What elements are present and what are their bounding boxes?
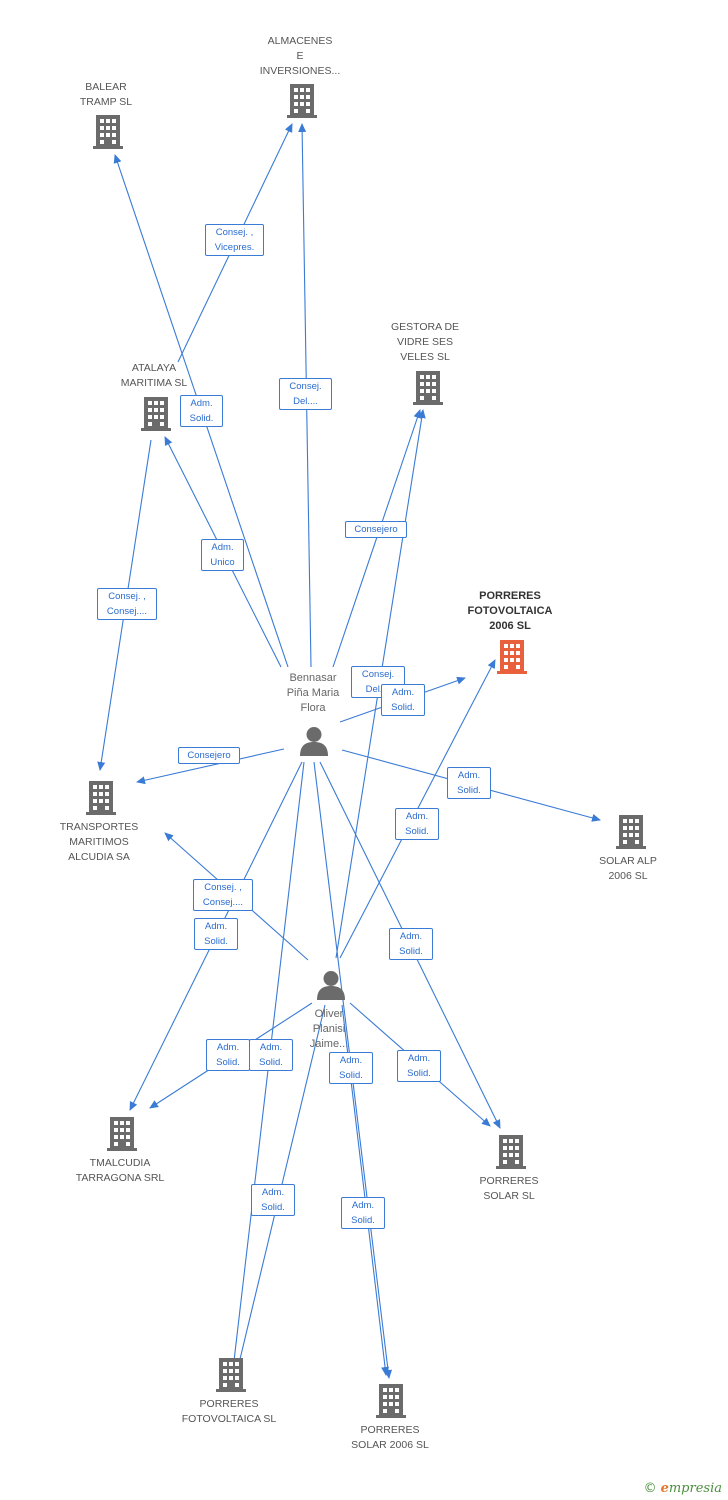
brand-logo[interactable]: empresia xyxy=(660,1481,722,1496)
edge-label-e2[interactable]: Adm. Solid. xyxy=(180,395,223,427)
building-icon[interactable] xyxy=(107,1117,137,1151)
edge-label-e18[interactable]: Adm. Solid. xyxy=(397,1050,441,1082)
edge-line-e4 xyxy=(332,409,422,668)
edge-label-e6[interactable]: Consej. , Consej.... xyxy=(97,588,157,620)
node-label-almacenes[interactable]: ALMACENES E INVERSIONES... xyxy=(259,35,341,77)
edge-label-e16[interactable]: Adm. Solid. xyxy=(249,1039,293,1071)
edge-label-e9[interactable]: Consejero xyxy=(178,747,240,764)
building-icon[interactable] xyxy=(413,371,443,405)
node-label-porreres-solar[interactable]: PORRERES SOLAR SL xyxy=(479,1175,539,1202)
building-icon[interactable] xyxy=(93,115,123,149)
edge-label-e13[interactable]: Adm. Solid. xyxy=(194,918,238,950)
edge-label-e11[interactable]: Adm. Solid. xyxy=(395,808,439,840)
person-icon[interactable] xyxy=(300,727,328,756)
building-icon[interactable] xyxy=(86,781,116,815)
node-label-oliver[interactable]: Oliver Planisi Jaime... xyxy=(309,1008,349,1050)
node-label-porreres-fv[interactable]: PORRERES FOTOVOLTAICA SL xyxy=(181,1398,277,1425)
edge-label-e4[interactable]: Consejero xyxy=(345,521,407,538)
node-label-solar-alp[interactable]: SOLAR ALP 2006 SL xyxy=(599,855,657,882)
building-icon[interactable] xyxy=(496,1135,526,1169)
edge-label-e12[interactable]: Consej. , Consej.... xyxy=(193,879,253,911)
edge-label-e3[interactable]: Consej. Del.... xyxy=(279,378,332,410)
node-label-atalaya[interactable]: ATALAYA MARITIMA SL xyxy=(120,362,188,389)
building-icon-highlight[interactable] xyxy=(497,640,527,674)
node-label-porreres-fv2006[interactable]: PORRERES FOTOVOLTAICA 2006 SL xyxy=(467,590,553,632)
edge-label-e1[interactable]: Consej. , Vicepres. xyxy=(205,224,264,256)
node-label-porreres-solar2006[interactable]: PORRERES SOLAR 2006 SL xyxy=(351,1424,429,1451)
edge-label-e10[interactable]: Adm. Solid. xyxy=(447,767,491,799)
node-label-gestora[interactable]: GESTORA DE VIDRE SES VELES SL xyxy=(390,321,460,363)
building-icon[interactable] xyxy=(216,1358,246,1392)
edge-label-e5[interactable]: Adm. Unico xyxy=(201,539,244,571)
building-icon[interactable] xyxy=(141,397,171,431)
building-icon[interactable] xyxy=(616,815,646,849)
edge-label-e14[interactable]: Adm. Solid. xyxy=(389,928,433,960)
node-label-transportes[interactable]: TRANSPORTES MARITIMOS ALCUDIA SA xyxy=(59,821,139,863)
edge-label-e17[interactable]: Adm. Solid. xyxy=(329,1052,373,1084)
edge-label-e15[interactable]: Adm. Solid. xyxy=(206,1039,250,1071)
edge-label-e20[interactable]: Adm. Solid. xyxy=(341,1197,385,1229)
node-label-balear[interactable]: BALEAR TRAMP SL xyxy=(79,81,133,108)
brand-footer: © empresia xyxy=(644,1481,722,1496)
edge-line-e9 xyxy=(136,748,285,785)
node-label-bennasar[interactable]: Bennasar Piña Maria Flora xyxy=(286,672,340,714)
node-label-tmalcudia[interactable]: TMALCUDIA TARRAGONA SRL xyxy=(75,1157,165,1184)
edge-label-e8[interactable]: Adm. Solid. xyxy=(381,684,425,716)
building-icon[interactable] xyxy=(287,84,317,118)
copyright-symbol: © xyxy=(643,1481,657,1496)
edge-label-e19[interactable]: Adm. Solid. xyxy=(251,1184,295,1216)
building-icon[interactable] xyxy=(376,1384,406,1418)
